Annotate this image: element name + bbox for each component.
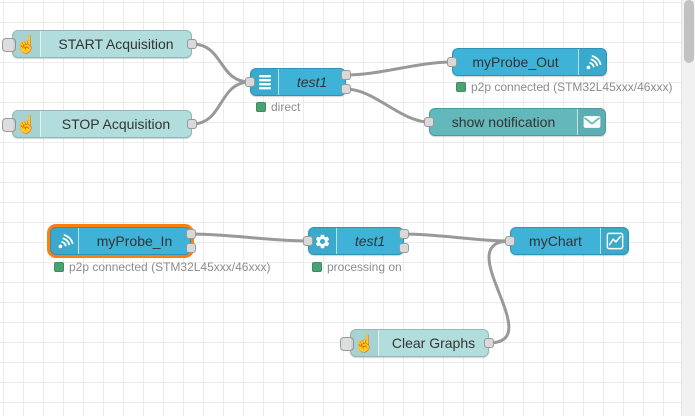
input-port[interactable] (447, 57, 457, 67)
hand-pointer-icon: ☝ (351, 330, 379, 356)
status-test1-bottom: processing on (312, 260, 402, 274)
input-port[interactable] (424, 117, 434, 127)
wire-cleargraphs-to-mychart[interactable] (487, 239, 512, 345)
wire-myprobein-to-test1[interactable] (189, 232, 310, 243)
output-port[interactable] (484, 338, 494, 348)
status-myprobe-out: p2p connected (STM32L45xxx/46xxx) (456, 80, 672, 94)
output-port-1[interactable] (186, 229, 196, 239)
inject-button[interactable] (2, 118, 16, 132)
output-port[interactable] (187, 39, 197, 49)
node-test1-top[interactable]: test1 (245, 68, 351, 96)
envelope-icon (577, 109, 605, 135)
wire-stop-to-test1[interactable] (190, 80, 252, 126)
input-port[interactable] (245, 77, 255, 87)
status-text: p2p connected (STM32L45xxx/46xxx) (69, 260, 271, 274)
hand-pointer-icon: ☝ (13, 31, 41, 57)
node-mychart[interactable]: myChart (505, 227, 629, 255)
status-text: p2p connected (STM32L45xxx/46xxx) (471, 80, 673, 94)
output-port-2[interactable] (341, 84, 351, 94)
node-label: test1 (296, 74, 328, 90)
node-clear-graphs[interactable]: ☝ Clear Graphs (340, 329, 494, 357)
node-stop-acquisition[interactable]: ☝ STOP Acquisition (2, 110, 197, 138)
status-text: processing on (327, 260, 402, 274)
signal-waves-icon (51, 228, 79, 254)
status-dot-icon (456, 82, 466, 92)
node-test1-bottom[interactable]: test1 (303, 227, 409, 255)
wire-test1-to-notification[interactable] (344, 87, 431, 124)
output-port[interactable] (187, 119, 197, 129)
scrollbar-thumb[interactable] (684, 0, 694, 63)
status-dot-icon (256, 102, 266, 112)
line-chart-icon (600, 228, 628, 254)
node-label: START Acquisition (58, 36, 174, 52)
node-myprobe-in[interactable]: myProbe_In (50, 227, 196, 255)
output-port-2[interactable] (186, 243, 196, 253)
node-myprobe-out[interactable]: myProbe_Out (447, 48, 607, 76)
wire-test1-to-myprobeout[interactable] (344, 60, 454, 77)
wire-start-to-test1[interactable] (190, 42, 252, 84)
node-label: test1 (354, 233, 386, 249)
input-port[interactable] (505, 236, 515, 246)
list-bars-icon (251, 69, 279, 95)
status-myprobe-in: p2p connected (STM32L45xxx/46xxx) (54, 260, 270, 274)
inject-button[interactable] (340, 337, 354, 351)
output-port-2[interactable] (399, 243, 409, 253)
status-dot-icon (312, 262, 322, 272)
node-label: Clear Graphs (391, 335, 476, 351)
node-show-notification[interactable]: show notification (424, 108, 606, 136)
node-label: show notification (451, 114, 556, 130)
inject-button[interactable] (2, 38, 16, 52)
input-port[interactable] (303, 236, 313, 246)
node-label: myChart (529, 233, 582, 249)
status-test1-top: direct (256, 100, 300, 114)
output-port-1[interactable] (341, 70, 351, 80)
node-start-acquisition[interactable]: ☝ START Acquisition (2, 30, 197, 58)
output-port-1[interactable] (399, 229, 409, 239)
gear-icon (309, 228, 337, 254)
node-label: myProbe_In (96, 233, 173, 249)
status-text: direct (271, 100, 301, 114)
hand-pointer-icon: ☝ (13, 111, 41, 137)
vertical-scrollbar[interactable] (681, 0, 695, 416)
node-label: STOP Acquisition (61, 116, 171, 132)
status-dot-icon (54, 262, 64, 272)
node-label: myProbe_Out (472, 54, 559, 70)
signal-waves-icon (578, 49, 606, 75)
wire-test1-to-mychart[interactable] (402, 232, 512, 243)
